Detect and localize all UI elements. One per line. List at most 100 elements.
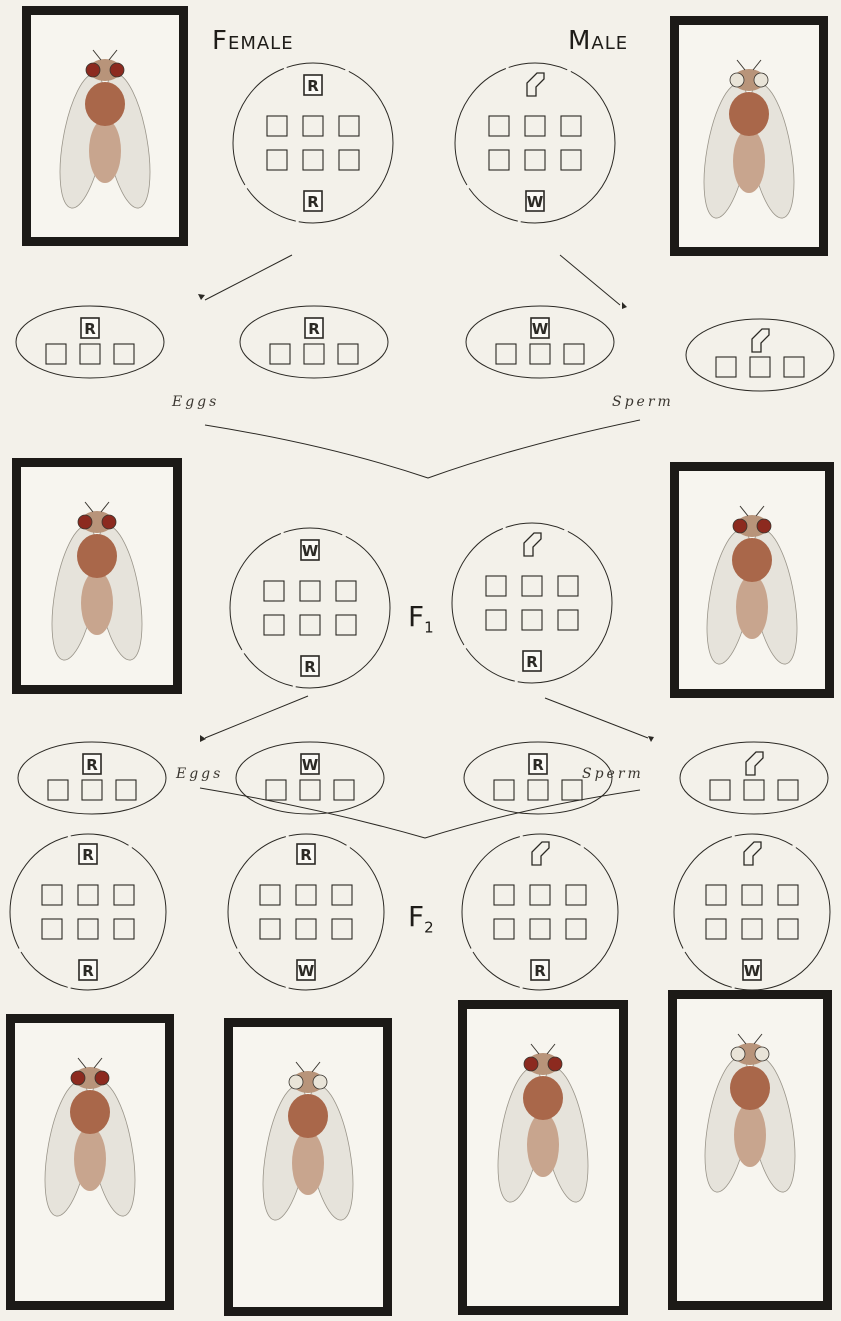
right-eye bbox=[110, 63, 124, 77]
y-chromosome bbox=[744, 842, 761, 865]
f2-nucleus: RR bbox=[10, 834, 166, 990]
chromosome-box bbox=[260, 919, 280, 939]
chromosome-box bbox=[78, 919, 98, 939]
gene-letter: W bbox=[527, 193, 544, 211]
chromosome-box bbox=[744, 780, 764, 800]
male-arrow bbox=[560, 255, 620, 305]
chromosome-box bbox=[336, 615, 356, 635]
chromosome-box bbox=[750, 357, 770, 377]
x-chromosome: R bbox=[305, 318, 323, 338]
chromosome-box bbox=[784, 357, 804, 377]
left-eye bbox=[731, 1047, 745, 1061]
thorax bbox=[729, 92, 769, 136]
sperm-gamete bbox=[680, 742, 828, 814]
chromosome-box bbox=[561, 150, 581, 170]
left-eye bbox=[289, 1075, 303, 1089]
gene-letter: R bbox=[307, 193, 319, 211]
f2-nucleus: RW bbox=[228, 834, 384, 990]
y-chromosome bbox=[532, 842, 549, 865]
chromosome-box bbox=[264, 581, 284, 601]
x-chromosome: W bbox=[531, 318, 549, 338]
chromosome-box bbox=[530, 344, 550, 364]
f2-nucleus: W bbox=[674, 834, 830, 990]
y-chromosome bbox=[524, 533, 541, 556]
eggs-label-parental: Eggs bbox=[172, 394, 219, 410]
x-chromosome: W bbox=[301, 754, 319, 774]
chromosome-box bbox=[303, 116, 323, 136]
chromosome-box bbox=[339, 150, 359, 170]
chromosome-box bbox=[48, 780, 68, 800]
chromosome-box bbox=[778, 885, 798, 905]
gene-letter: W bbox=[302, 756, 319, 774]
chromosome-box bbox=[494, 885, 514, 905]
gene-letter: R bbox=[82, 846, 94, 864]
chromosome-box bbox=[530, 885, 550, 905]
left-eye bbox=[71, 1071, 85, 1085]
abdomen bbox=[81, 571, 113, 635]
x-chromosome: R bbox=[81, 318, 99, 338]
gamete-outline bbox=[16, 306, 164, 378]
x-chromosome: R bbox=[529, 754, 547, 774]
chromosome-box bbox=[716, 357, 736, 377]
gene-letter: W bbox=[744, 962, 761, 980]
arrowhead bbox=[648, 736, 654, 742]
parent-male-fly bbox=[670, 16, 828, 256]
right-eye bbox=[754, 73, 768, 87]
thorax bbox=[70, 1090, 110, 1134]
f2-nucleus: R bbox=[462, 834, 618, 990]
thorax bbox=[288, 1094, 328, 1138]
parent-female-fly bbox=[22, 6, 188, 246]
fertilization-brace bbox=[205, 420, 640, 478]
chromosome-box bbox=[494, 780, 514, 800]
right-eye bbox=[757, 519, 771, 533]
left-eye bbox=[730, 73, 744, 87]
female-arrow bbox=[205, 255, 292, 300]
chromosome-box bbox=[778, 919, 798, 939]
chromosome-box bbox=[266, 780, 286, 800]
chromosome-box bbox=[338, 344, 358, 364]
chromosome-box bbox=[334, 780, 354, 800]
f2-fly bbox=[6, 1014, 174, 1310]
f1-female-nucleus: WR bbox=[230, 528, 390, 688]
gene-letter: R bbox=[308, 320, 320, 338]
chromosome-box bbox=[42, 885, 62, 905]
f1-female-arrow bbox=[205, 696, 308, 738]
chromosome-box bbox=[566, 919, 586, 939]
sperm-gamete: W bbox=[466, 306, 614, 378]
thorax bbox=[523, 1076, 563, 1120]
chromosome-box bbox=[296, 885, 316, 905]
chromosome-box bbox=[742, 885, 762, 905]
chromosome-box bbox=[114, 344, 134, 364]
x-chromosome: R bbox=[523, 651, 541, 671]
chromosome-box bbox=[489, 150, 509, 170]
right-eye bbox=[755, 1047, 769, 1061]
thorax bbox=[77, 534, 117, 578]
gene-letter: R bbox=[304, 658, 316, 676]
chromosome-box bbox=[46, 344, 66, 364]
right-eye bbox=[95, 1071, 109, 1085]
abdomen bbox=[734, 1103, 766, 1167]
x-chromosome: R bbox=[79, 960, 97, 980]
left-eye bbox=[524, 1057, 538, 1071]
chromosome-box bbox=[489, 116, 509, 136]
chromosome-box bbox=[494, 919, 514, 939]
eggs-label-f1: Eggs bbox=[176, 766, 223, 782]
chromosome-box bbox=[706, 885, 726, 905]
gamete-outline bbox=[236, 742, 384, 814]
chromosome-box bbox=[496, 344, 516, 364]
chromosome-box bbox=[332, 919, 352, 939]
chromosome-box bbox=[566, 885, 586, 905]
x-chromosome: R bbox=[304, 191, 322, 211]
sperm-label-parental: Sperm bbox=[612, 394, 674, 410]
chromosome-box bbox=[530, 919, 550, 939]
chromosome-box bbox=[42, 919, 62, 939]
chromosome-box bbox=[528, 780, 548, 800]
egg-gamete: R bbox=[240, 306, 388, 378]
abdomen bbox=[74, 1127, 106, 1191]
sperm-label-f1: Sperm bbox=[582, 766, 644, 782]
gene-letter: R bbox=[534, 962, 546, 980]
f1-male-fly bbox=[670, 462, 834, 698]
chromosome-box bbox=[486, 610, 506, 630]
thorax bbox=[730, 1066, 770, 1110]
